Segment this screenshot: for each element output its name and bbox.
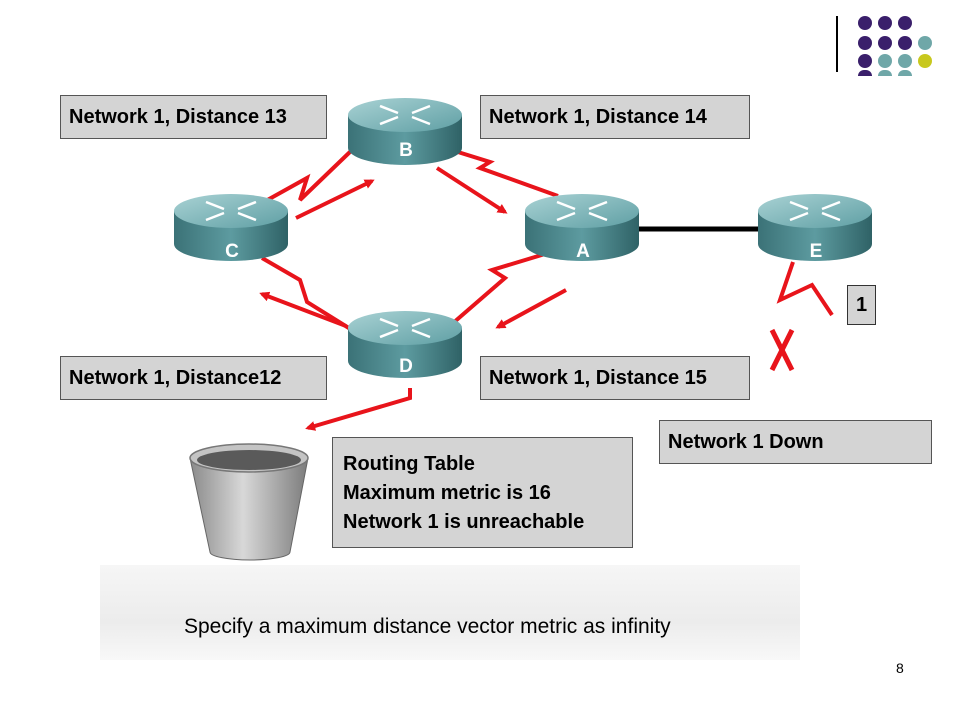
serial-link-d-a <box>443 252 546 332</box>
network-1-marker: 1 <box>847 285 876 325</box>
serial-link-b-a <box>444 146 559 198</box>
update-arrow-d-to-c <box>259 291 347 328</box>
trash-bucket-icon <box>189 443 309 561</box>
serial-link-c-d <box>260 256 354 332</box>
routing-table-unreachable: Network 1 is unreachable <box>343 511 585 533</box>
caption-band <box>100 565 800 660</box>
router-c-icon <box>174 194 288 261</box>
corner-divider <box>836 16 838 72</box>
update-arrow-b-to-a <box>435 166 508 214</box>
router-e-label: E <box>809 241 823 262</box>
routing-table-title: Routing Table <box>343 453 475 475</box>
router-c-label: C <box>225 241 239 262</box>
routing-table-max-metric: Maximum metric is 16 <box>343 482 551 504</box>
serial-link-c-b <box>261 148 354 205</box>
arrow-d-to-bucket <box>305 388 412 431</box>
update-label-d-right: Network 1, Distance 15 <box>480 356 750 400</box>
page-number: 8 <box>896 660 904 676</box>
router-d-icon <box>348 311 462 378</box>
router-a-icon <box>525 194 639 261</box>
router-b-label: B <box>399 140 413 161</box>
update-arrow-c-to-b <box>295 179 375 220</box>
router-e-icon <box>758 194 872 261</box>
slide-caption: Specify a maximum distance vector metric… <box>184 615 671 638</box>
serial-link-e-network <box>776 261 834 317</box>
update-arrow-a-to-d <box>495 288 567 329</box>
router-b-icon <box>348 98 462 165</box>
router-a-label: A <box>576 241 590 262</box>
routing-table-box: Routing Table Maximum metric is 16 Netwo… <box>332 437 633 548</box>
network-down-label: Network 1 Down <box>659 420 932 464</box>
router-d-label: D <box>399 356 413 377</box>
update-label-c: Network 1, Distance 13 <box>60 95 327 139</box>
link-failure-x-icon <box>769 328 795 372</box>
update-label-a: Network 1, Distance 14 <box>480 95 750 139</box>
update-label-d-left: Network 1, Distance12 <box>60 356 327 400</box>
